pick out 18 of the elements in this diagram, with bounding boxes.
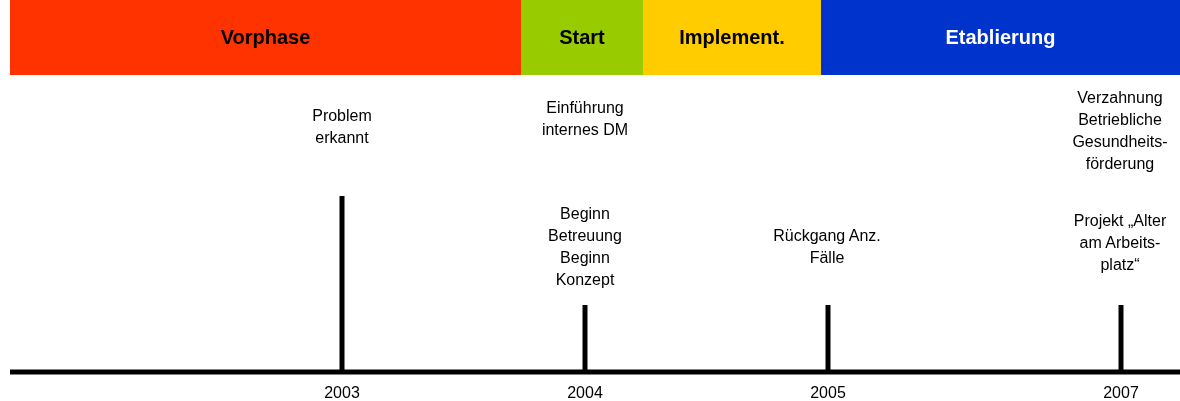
phase-band xyxy=(10,0,521,75)
phase-band xyxy=(643,0,821,75)
milestone-text: Einführung internes DM xyxy=(540,98,630,140)
phase-label: Start xyxy=(559,26,605,49)
milestone-text: Rückgang Anz. Fälle xyxy=(772,226,882,268)
milestone-text: Problem erkannt xyxy=(311,106,373,148)
milestone-text: Projekt „Alter am Arbeits- platz“ xyxy=(1072,211,1168,275)
phase-band xyxy=(521,0,643,75)
year-label: 2003 xyxy=(323,383,361,401)
phase-band xyxy=(821,0,1180,75)
year-label: 2004 xyxy=(566,383,604,401)
year-label: 2007 xyxy=(1102,383,1140,401)
phase-label: Implement. xyxy=(679,26,785,49)
year-label: 2005 xyxy=(809,383,847,401)
phase-label: Etablierung xyxy=(945,26,1056,49)
milestone-text: Beginn Betreuung Beginn Konzept xyxy=(547,204,623,290)
phase-label: Vorphase xyxy=(220,26,311,49)
milestone-text: Verzahnung Betriebliche Gesundheits- förderung xyxy=(1071,88,1169,174)
